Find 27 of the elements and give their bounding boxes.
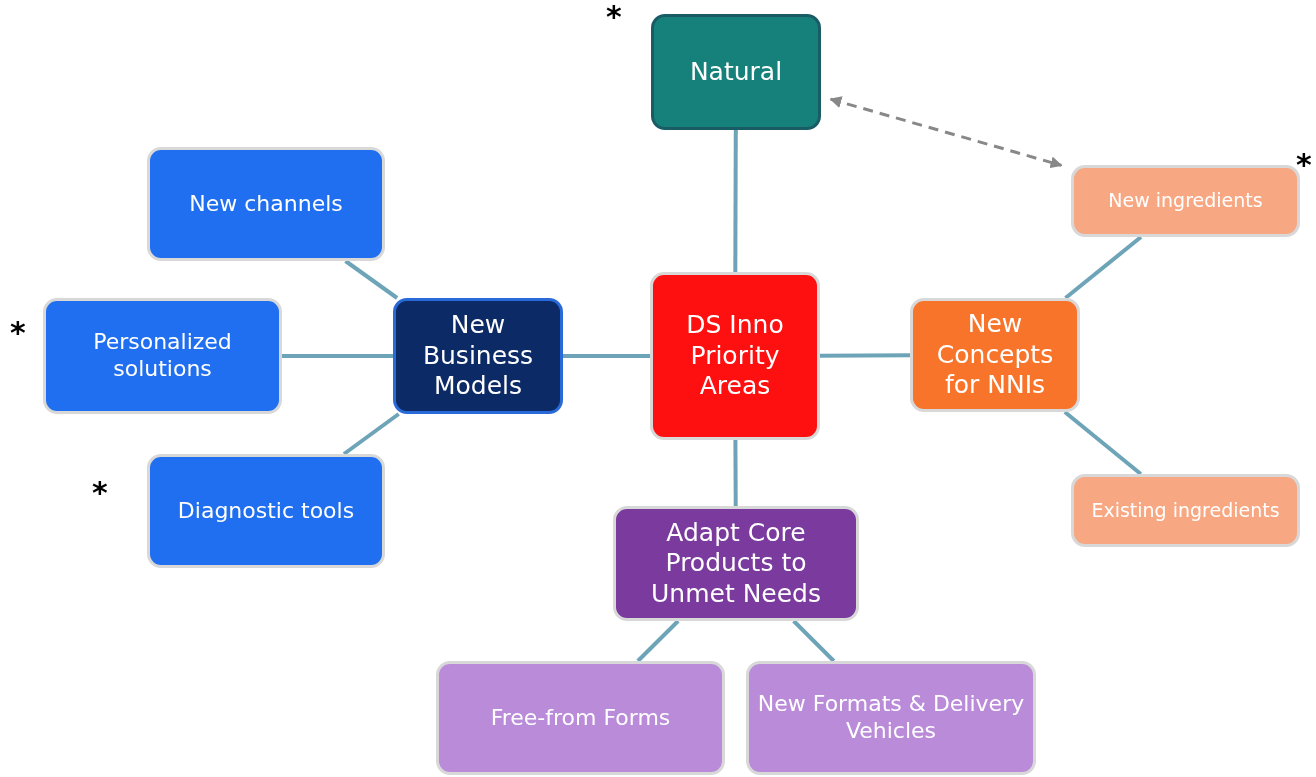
connector-line [344,259,399,300]
connector-line [282,354,393,358]
topic-box: New channels [147,147,385,261]
central-topic-box: DS Inno Priority Areas [650,272,820,440]
connector-line [792,619,836,663]
topic-box: Adapt Core Products to Unmet Needs [613,506,859,621]
topic-box: New ingredients [1071,165,1300,237]
connector-line [342,412,400,456]
topic-box: Free-from Forms [436,661,725,775]
topic-box: New Concepts for NNIs [910,298,1080,412]
connector-line [563,354,650,358]
topic-box: Natural [651,14,821,130]
topic-box: New Formats & Delivery Vehicles [746,661,1036,775]
connector-line [733,130,738,272]
connector-line [1063,410,1143,476]
asterisk-note: * [10,318,26,348]
asterisk-note: * [92,478,108,508]
connector-line [636,619,680,663]
topic-box: Personalized solutions [43,298,282,414]
topic-box: Diagnostic tools [147,454,385,568]
topic-box: Existing ingredients [1071,474,1300,547]
connector-line [820,353,910,358]
connector-line [1064,235,1143,300]
topic-box: New Business Models [393,298,563,414]
asterisk-note: * [606,2,622,32]
arrow [829,96,1063,169]
connector-line [733,440,738,506]
